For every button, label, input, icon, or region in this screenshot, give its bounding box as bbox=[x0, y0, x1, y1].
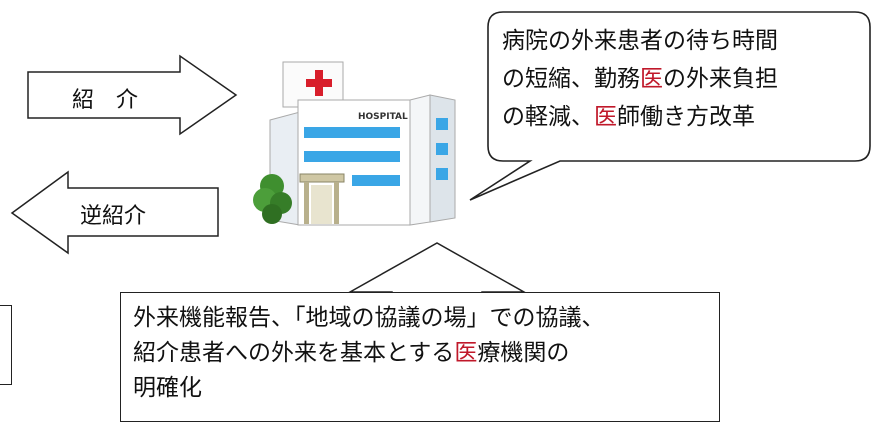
speech-bubble-text: 病院の外来患者の待ち時間 の短縮、勤務医の外来負担 の軽減、医師働き方改革 bbox=[502, 22, 852, 136]
referral-label: 紹 介 bbox=[72, 88, 139, 113]
bubble-line-1: 病院の外来患者の待ち時間 bbox=[502, 28, 778, 54]
bubble-line-2: の短縮、勤務医の外来負担 bbox=[502, 66, 778, 92]
reverse-referral-arrow bbox=[10, 170, 219, 255]
hospital-sign: HOSPITAL bbox=[358, 112, 408, 122]
bottom-line-3: 明確化 bbox=[133, 375, 202, 401]
bubble-line-3: の軽減、医師働き方改革 bbox=[502, 104, 755, 130]
reverse-referral-label: 逆紹介 bbox=[80, 204, 147, 229]
hospital-icon: HOSPITAL bbox=[253, 61, 456, 226]
referral-arrow bbox=[27, 54, 238, 136]
speech-bubble bbox=[469, 11, 871, 201]
bottom-line-1: 外来機能報告、「地域の協議の場」での協議、 bbox=[133, 305, 605, 331]
bottom-text-box: 外来機能報告、「地域の協議の場」での協議、 紹介患者への外来を基本とする医療機関… bbox=[120, 292, 720, 422]
left-edge-box bbox=[0, 305, 12, 385]
bottom-line-2: 紹介患者への外来を基本とする医療機関の bbox=[133, 340, 570, 366]
diagram-canvas: HOSPITAL bbox=[10, 11, 871, 306]
